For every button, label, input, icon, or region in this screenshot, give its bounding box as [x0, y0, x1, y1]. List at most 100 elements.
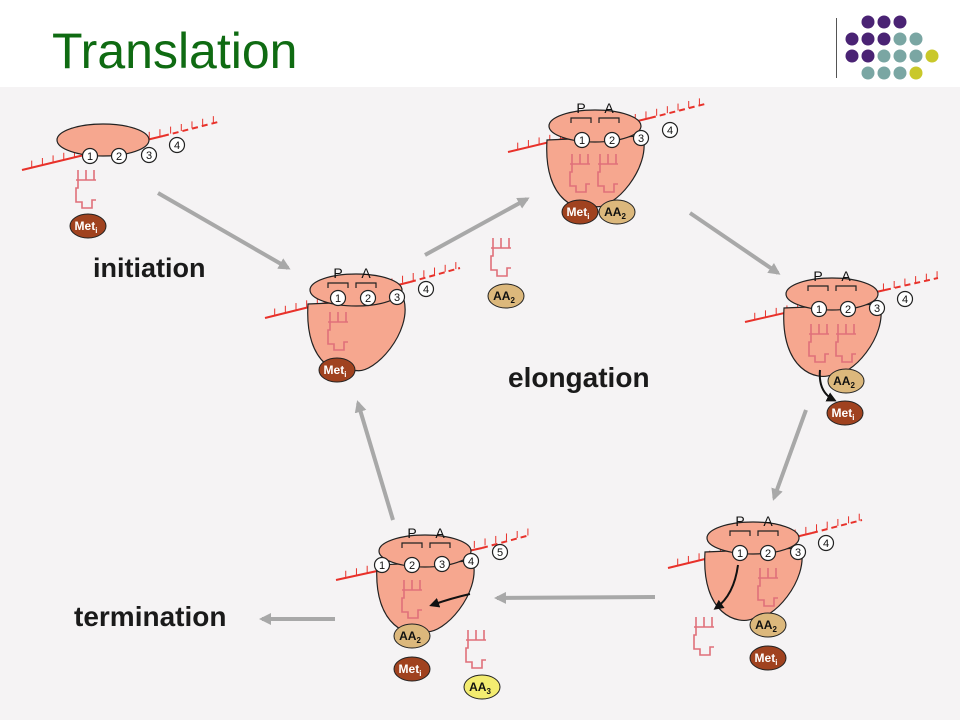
sites-4-a-label: A — [841, 268, 851, 284]
codon-2-1-label: 1 — [335, 293, 341, 305]
mrna-1-dashed — [162, 121, 219, 137]
codon-3-1-circle — [573, 131, 591, 149]
dot-icon — [909, 32, 923, 46]
mrna-6-dashed — [481, 534, 531, 549]
mrna-4-dashed — [884, 277, 939, 291]
decorative-dots — [845, 15, 939, 80]
codon-6-4-circle — [462, 552, 480, 570]
release-arrow-5 — [713, 564, 739, 610]
codon-6-2-label: 2 — [409, 560, 415, 572]
met-2-label: Meti — [324, 363, 347, 379]
codon-5-3-label: 3 — [795, 547, 801, 559]
codon-4-4-label: 4 — [902, 294, 908, 306]
sites-6-p-label: P — [407, 525, 416, 541]
codon-4-1-label: 1 — [816, 304, 822, 316]
label-termination: termination — [74, 601, 227, 632]
codon-5-1-circle — [731, 544, 749, 562]
codon-1-4-circle — [168, 136, 186, 154]
codon-4-3-label: 3 — [874, 303, 880, 315]
dot-icon — [909, 49, 923, 63]
cycle-arrow — [157, 191, 291, 270]
incoming-aa2: AA2 — [487, 238, 525, 309]
codon-1-1-label: 1 — [87, 151, 93, 163]
ribosome-3-large-subunit — [546, 135, 645, 209]
dot-icon — [877, 49, 891, 63]
cycle-arrow — [354, 400, 395, 521]
ribosome-6-small-subunit — [378, 534, 472, 568]
codon-2-4-circle — [417, 280, 435, 298]
codon-5-3-circle — [789, 543, 807, 561]
aa3-6-label: AA3 — [469, 680, 491, 696]
codon-1-3-label: 3 — [146, 150, 152, 162]
met-2-ball — [318, 357, 356, 383]
title-divider — [836, 18, 837, 78]
trna-3a — [569, 154, 590, 193]
ribosome-5-small-subunit — [706, 521, 800, 555]
dot-icon — [893, 15, 907, 29]
codon-4-3-circle — [868, 299, 886, 317]
codon-5-4-circle — [817, 534, 835, 552]
aa2-5-label: AA2 — [755, 618, 777, 634]
codon-6-1-label: 1 — [379, 560, 385, 572]
mrna-2-dashed — [409, 267, 461, 283]
met-3-ball — [561, 199, 599, 225]
trna-incoming — [490, 238, 511, 277]
met-4-ball — [826, 400, 864, 426]
trna-3b — [597, 154, 618, 193]
sites-3-p-label: P — [576, 100, 585, 116]
ribosome-4-small-subunit — [785, 277, 879, 311]
cycle-arrows — [157, 191, 808, 625]
codon-5-2-circle — [759, 544, 777, 562]
aa2-incoming-label: AA2 — [493, 289, 515, 305]
dot-icon — [861, 66, 875, 80]
ribosome-2-large-subunit — [307, 299, 406, 373]
dot-icon — [861, 49, 875, 63]
codon-6-4-label: 4 — [468, 556, 474, 568]
codon-2-2-circle — [359, 289, 377, 307]
sites-2-p-label: P — [333, 265, 342, 281]
dot-icon — [861, 15, 875, 29]
mrna-3-dashed — [649, 103, 706, 119]
ribosome-2-small-subunit — [309, 273, 403, 307]
codon-1-1-circle — [81, 147, 99, 165]
aa2-6-label: AA2 — [399, 629, 421, 645]
sites-4-p-label: P — [813, 268, 822, 284]
trna-1 — [75, 170, 96, 209]
trna-6 — [401, 580, 422, 619]
codon-6-3-circle — [433, 555, 451, 573]
codon-1-4-label: 4 — [174, 140, 180, 152]
codon-3-4-circle — [661, 121, 679, 139]
peptide-arrow-6 — [429, 593, 471, 608]
sites-5-a-label: A — [763, 513, 773, 529]
met-5-label: Meti — [755, 651, 778, 667]
codon-6-1-circle — [373, 556, 391, 574]
codon-5-4-label: 4 — [823, 538, 829, 550]
dot-icon — [845, 49, 859, 63]
dot-icon — [909, 66, 923, 80]
met-4-label: Meti — [832, 406, 855, 422]
codon-2-4-label: 4 — [423, 284, 429, 296]
trna-incoming-6 — [465, 630, 486, 669]
codon-6-5-label: 5 — [497, 547, 503, 559]
cycle-arrow — [494, 591, 656, 604]
met-5-ball — [749, 645, 787, 671]
label-initiation: initiation — [93, 253, 206, 283]
sites-5-brackets — [729, 530, 779, 536]
dot-icon — [877, 15, 891, 29]
codon-3-2-label: 2 — [609, 135, 615, 147]
aa3-6-ball — [463, 674, 501, 700]
sites-3-a-label: A — [604, 100, 614, 116]
dot-icon — [861, 32, 875, 46]
codon-2-2-label: 2 — [365, 293, 371, 305]
codon-5-2-label: 2 — [765, 548, 771, 560]
codon-6-5-circle — [491, 543, 509, 561]
label-elongation: elongation — [508, 362, 650, 393]
sites-3-brackets — [570, 117, 620, 123]
dot-icon — [893, 66, 907, 80]
sites-2-brackets — [327, 282, 377, 288]
trna-5b — [757, 568, 778, 607]
